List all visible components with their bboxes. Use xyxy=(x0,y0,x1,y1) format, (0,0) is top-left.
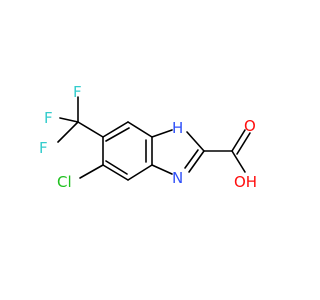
bond-n-c xyxy=(151,164,173,175)
structure-canvas: F F F Cl H N O OH xyxy=(39,83,257,191)
atom-oh: OH xyxy=(234,173,257,191)
bond-nh-c2 xyxy=(186,131,205,152)
bond-c-nh xyxy=(151,129,173,138)
bond-cf3-ring xyxy=(77,121,104,138)
bond-c-o-double xyxy=(231,129,246,152)
atom-f-left-upper: F xyxy=(44,109,53,127)
bond-ring-4 xyxy=(127,164,153,181)
bond-cf3-f-left-upper xyxy=(59,117,79,123)
bond-c-oh xyxy=(231,150,246,173)
bond-c-o-double-2 xyxy=(236,132,251,155)
bond-cf3-f-left-lower xyxy=(57,121,79,143)
bond-c-cl xyxy=(79,164,104,179)
atom-o-double: O xyxy=(244,117,256,135)
bond-c2-n-double xyxy=(184,149,199,169)
bond-ring-5 xyxy=(102,164,129,181)
bond-ring-1-double xyxy=(105,127,130,142)
bond-ring-5-double xyxy=(105,160,128,175)
bond-c2-n xyxy=(188,150,205,173)
atom-f-left-lower: F xyxy=(39,139,48,157)
bond-ring-1 xyxy=(102,121,129,138)
bonds xyxy=(57,96,251,181)
bond-ring-2 xyxy=(127,121,153,138)
atom-n: N xyxy=(172,169,183,187)
atom-nh: H xyxy=(172,119,183,137)
atom-f-top: F xyxy=(73,83,82,101)
atom-labels: F F F Cl H N O OH xyxy=(39,83,257,191)
atom-chlorine: Cl xyxy=(57,173,72,191)
molecule-structure: F F F Cl H N O OH xyxy=(39,83,257,191)
